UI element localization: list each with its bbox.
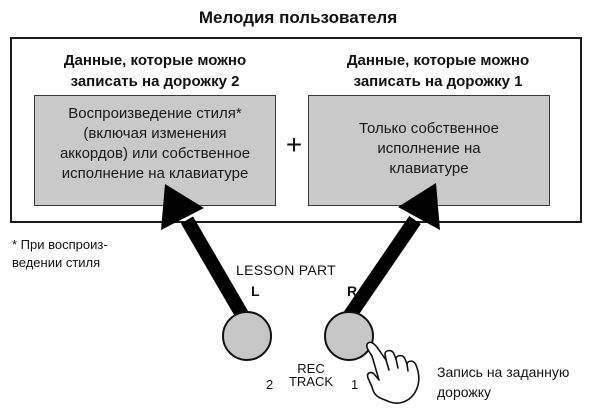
style-footnote-line2: ведении стиля <box>12 255 101 270</box>
track1-heading-line1: Данные, которые можно <box>346 52 530 69</box>
record-caption-line2: дорожку <box>437 384 492 400</box>
track2-data-text: Воспроизведение стиля* (включая изменени… <box>34 104 276 184</box>
track1-data-line2: исполнение на <box>377 140 481 157</box>
track2-data-box <box>34 95 276 206</box>
rec-track-line1: REC <box>297 361 325 376</box>
rec-track-label: REC TRACK <box>288 362 334 388</box>
track-number-1: 1 <box>351 377 359 392</box>
arrow-to-track2 <box>161 184 251 322</box>
arrow-to-track1-shaft <box>342 216 421 322</box>
track1-data-line1: Только собственное <box>358 120 499 137</box>
diagram-title: Мелодия пользователя <box>198 8 398 27</box>
track2-heading: Данные, которые можно записать на дорожк… <box>30 50 280 92</box>
arrow-to-track1-head <box>398 183 440 230</box>
plus-sign: + <box>285 129 303 160</box>
track2-heading-line2: записать на дорожку 2 <box>70 73 240 90</box>
track2-data-line3: аккордов) или собственное <box>59 145 251 162</box>
track2-data-line1: Воспроизведение стиля* <box>68 105 242 122</box>
button-r-letter: R <box>347 283 358 299</box>
track1-heading-line2: записать на дорожку 1 <box>353 73 523 90</box>
record-caption-line1: Запись на заданную <box>437 364 570 380</box>
record-caption: Запись на заданную дорожку <box>437 362 596 402</box>
track2-heading-line1: Данные, которые можно <box>63 52 247 69</box>
style-footnote: * При воспроиз- ведении стиля <box>12 236 162 272</box>
track1-data-line3: клавиатуре <box>389 160 469 177</box>
track2-data-line2: (включая изменения <box>83 125 227 142</box>
arrow-to-track2-shaft <box>180 216 251 322</box>
button-l-letter: L <box>251 283 260 299</box>
style-footnote-line1: * При воспроиз- <box>12 237 108 252</box>
lesson-part-r-button[interactable] <box>324 311 374 361</box>
track1-data-text: Только собственное исполнение на клавиат… <box>308 119 550 179</box>
arrow-to-track2-head <box>161 184 204 230</box>
arrow-to-track1 <box>342 183 440 322</box>
track-number-2: 2 <box>266 377 274 392</box>
lesson-part-label: LESSON PART <box>236 262 337 278</box>
track1-heading: Данные, которые можно записать на дорожк… <box>313 50 563 92</box>
lesson-part-l-button[interactable] <box>222 311 272 361</box>
track2-data-line4: исполнение на клавиатуре <box>61 165 249 182</box>
pointing-hand-icon <box>365 341 420 404</box>
rec-track-line2: TRACK <box>288 374 334 389</box>
